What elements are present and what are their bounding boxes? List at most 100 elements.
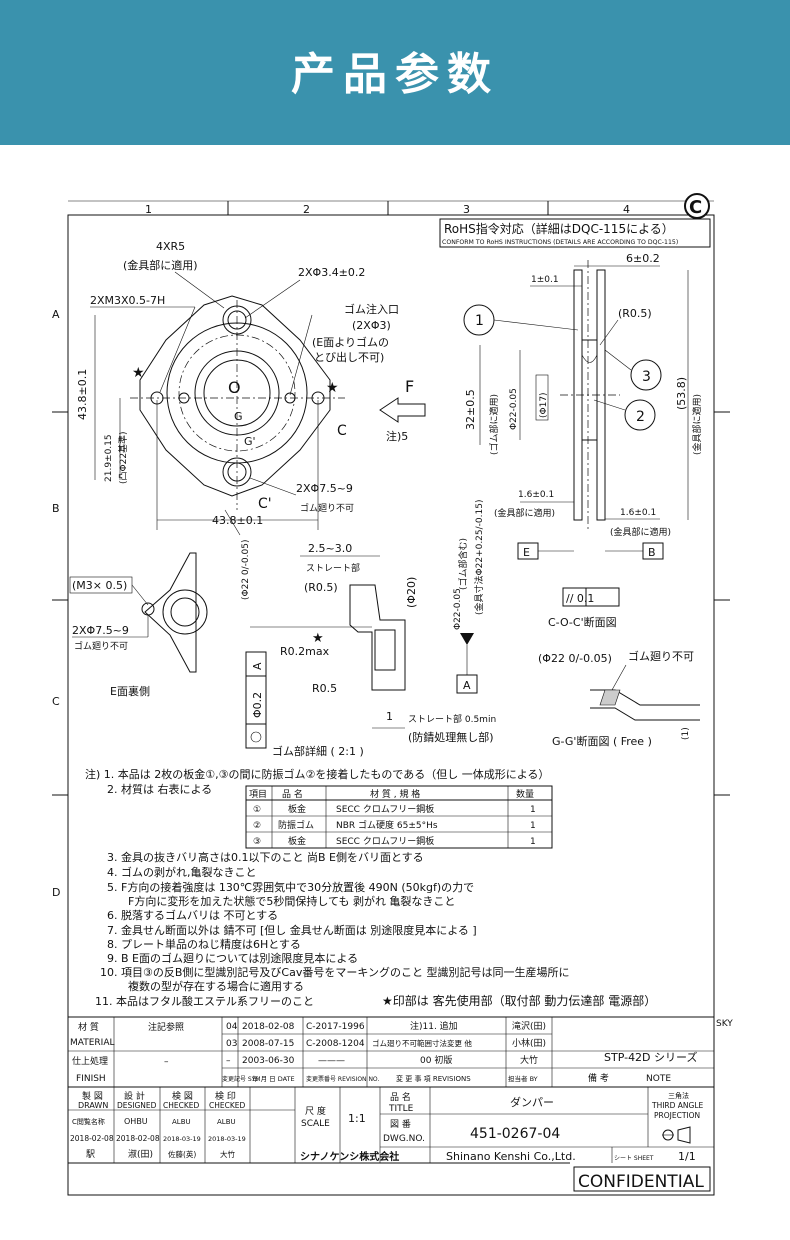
rohs-title: RoHS指令対応（詳細はDQC-115による） <box>444 221 674 236</box>
straight-label: ストレート部 <box>306 562 360 574</box>
rev3-by: 大竹 <box>520 1054 538 1066</box>
approved-name: 大竹 <box>220 1149 235 1159</box>
drawn-jp: 製 図 <box>82 1090 103 1102</box>
rev3-sym: – <box>226 1056 231 1066</box>
col-label-4: 4 <box>623 203 630 216</box>
designed-date: 2018-02-08 <box>116 1134 160 1143</box>
note-1: 注) 1. 本品は 2枚の板金①,③の間に防振ゴム②を接着したものである（但し … <box>85 767 549 781</box>
rev1-sym: 04 <box>226 1022 238 1032</box>
note-10: 10. 項目③の反B側に型識別記号及びCav番号をマーキングのこと 型識別記号は… <box>100 965 570 979</box>
rev3-date: 2003-06-30 <box>242 1056 295 1066</box>
checked-name: 佐藤(英) <box>168 1149 196 1159</box>
mt-row1-qty: 1 <box>530 805 536 815</box>
e-back-label: E面裏側 <box>110 684 150 698</box>
finish-jp: 仕上処理 <box>72 1055 108 1067</box>
dim-d22v: (Φ22 0/-0.05) <box>241 540 251 600</box>
dim-w16b-note: (金具部に適用) <box>610 526 671 538</box>
col-label-3: 3 <box>463 203 470 216</box>
note-6: 6. 脱落するゴムバリは 不可とする <box>107 908 278 922</box>
dim-holes: 2XΦ3.4±0.2 <box>298 266 365 279</box>
note-7: 7. 金具せん断面以外は 錆不可 [但し 金具せん断面は 別途限度見本による ] <box>107 923 477 937</box>
mt-header-qty: 数量 <box>516 788 534 800</box>
rubber-inlet-3: (E面よりゴムの <box>312 335 389 349</box>
note-5b: F方向に変形を加えた状態で5秒間保持しても 剥がれ 亀裂なきこと <box>128 894 455 908</box>
dim-one-b: 1 <box>386 710 393 723</box>
mt-row2-qty: 1 <box>530 821 536 831</box>
svg-text:★: ★ <box>312 631 324 646</box>
dim-d22c: (金具寸法Φ22+0.25/-0.15) <box>473 500 485 615</box>
rev1-date: 2018-02-08 <box>242 1022 295 1032</box>
dim-m3: (M3× 0.5) <box>72 579 127 592</box>
sky-label: SKY <box>716 1019 733 1029</box>
vert-box-d: Φ0.2 <box>251 692 264 718</box>
col-label-2: 2 <box>303 203 310 216</box>
dim-w16b: 1.6±0.1 <box>620 508 656 518</box>
rev3-desc: 00 初版 <box>420 1054 452 1066</box>
note5-ref: 注)5 <box>386 429 408 443</box>
note-3: 3. 金具の抜きバリ高さは0.1以下のこと 尚B E側をバリ面とする <box>107 850 424 864</box>
g-label: G <box>234 410 243 423</box>
rev2-no: C-2008-1204 <box>306 1039 365 1049</box>
row-label-c: C <box>52 695 60 708</box>
rev3-no: ——— <box>318 1056 345 1066</box>
rev2-by: 小林(田) <box>512 1037 546 1049</box>
material-en: MATERIAL <box>70 1038 115 1048</box>
mt-row3-qty: 1 <box>530 837 536 847</box>
mt-row3-name: 板金 <box>288 835 306 847</box>
rubber-detail-label: ゴム部詳細 ( 2:1 ) <box>272 744 364 758</box>
note-9: 9. B E面のゴム廻りについては別途限度見本による <box>107 951 358 965</box>
rev2-date: 2008-07-15 <box>242 1039 294 1049</box>
dim-d22: Φ22-0.05 <box>509 388 519 430</box>
dim-rubber-75: 2XΦ7.5~9 <box>296 482 353 495</box>
notes-block: 注) 1. 本品は 2枚の板金①,③の間に防振ゴム②を接着したものである（但し … <box>85 767 656 1008</box>
item-1-bubble: 1 <box>475 313 484 329</box>
designed-name: 淑(田) <box>128 1148 153 1160</box>
mt-row2-name: 防振ゴム <box>278 819 314 831</box>
row-label-b: B <box>52 502 60 515</box>
datum-a: A <box>463 679 471 692</box>
dim-w16a-note: (金具部に適用) <box>494 507 555 519</box>
dim-rubber-75-note: ゴム廻り不可 <box>300 502 354 514</box>
mt-header-item: 項目 <box>249 789 267 800</box>
side-section-view <box>560 260 620 530</box>
checked-en: CHECKED <box>163 1101 200 1110</box>
star-right: ★ <box>326 380 339 396</box>
dim-h32: 32±0.5 <box>464 389 477 430</box>
rev1-by: 滝沢(田) <box>512 1020 546 1032</box>
dim-r05c: R0.5 <box>312 682 337 695</box>
confidential-label: CONFIDENTIAL <box>578 1172 704 1192</box>
material-table: 項目 品 名 材 質 , 規 格 数量 ① 板金 SECC クロムフリー鋼板 1… <box>245 785 553 849</box>
mt-row2-material: NBR ゴム硬度 65±5°Hs <box>336 819 438 831</box>
checked-jp: 検 図 <box>172 1090 193 1102</box>
sheet-val: 1/1 <box>678 1150 696 1163</box>
front-view <box>130 295 345 536</box>
designed-jp: 設 計 <box>124 1090 145 1102</box>
c-label: C <box>337 423 347 439</box>
dim-h538: (53.8) <box>675 377 688 410</box>
approved-date: 2018-03-19 <box>208 1135 246 1143</box>
note-2: 2. 材質は 右表による <box>107 782 212 796</box>
g-label2: G' <box>244 435 256 448</box>
mt-header-name: 品 名 <box>282 788 303 800</box>
mt-row1-name: 板金 <box>288 803 306 815</box>
rev2-sym: 03 <box>226 1039 237 1049</box>
material-jp: 材 質 <box>78 1021 99 1033</box>
rubber-detail-view <box>250 584 406 691</box>
scale-val: 1:1 <box>348 1112 366 1125</box>
dim-h538-note: (金具部に適用) <box>691 394 703 455</box>
dim-h219-note: (凸Φ22基準) <box>117 431 129 484</box>
dim-h438: 43.8±0.1 <box>76 369 89 420</box>
mt-row3-item: ③ <box>253 837 261 847</box>
finish-val: – <box>164 1057 169 1067</box>
o-label: O <box>228 378 241 397</box>
datum-b: B <box>648 546 656 559</box>
header-banner: 产品参数 <box>0 0 790 145</box>
dim-e-rubber: 2XΦ7.5~9 <box>72 624 129 637</box>
dim-rubber-no: ゴム廻り不可 <box>628 649 694 663</box>
dim-w25: 2.5~3.0 <box>308 542 352 555</box>
rev1-no: C-2017-1996 <box>306 1022 365 1032</box>
col-label-1: 1 <box>145 203 152 216</box>
item-3-bubble: 3 <box>642 369 651 385</box>
approved-en: CHECKED <box>209 1101 246 1110</box>
dim-d20: (Φ20) <box>405 577 418 608</box>
